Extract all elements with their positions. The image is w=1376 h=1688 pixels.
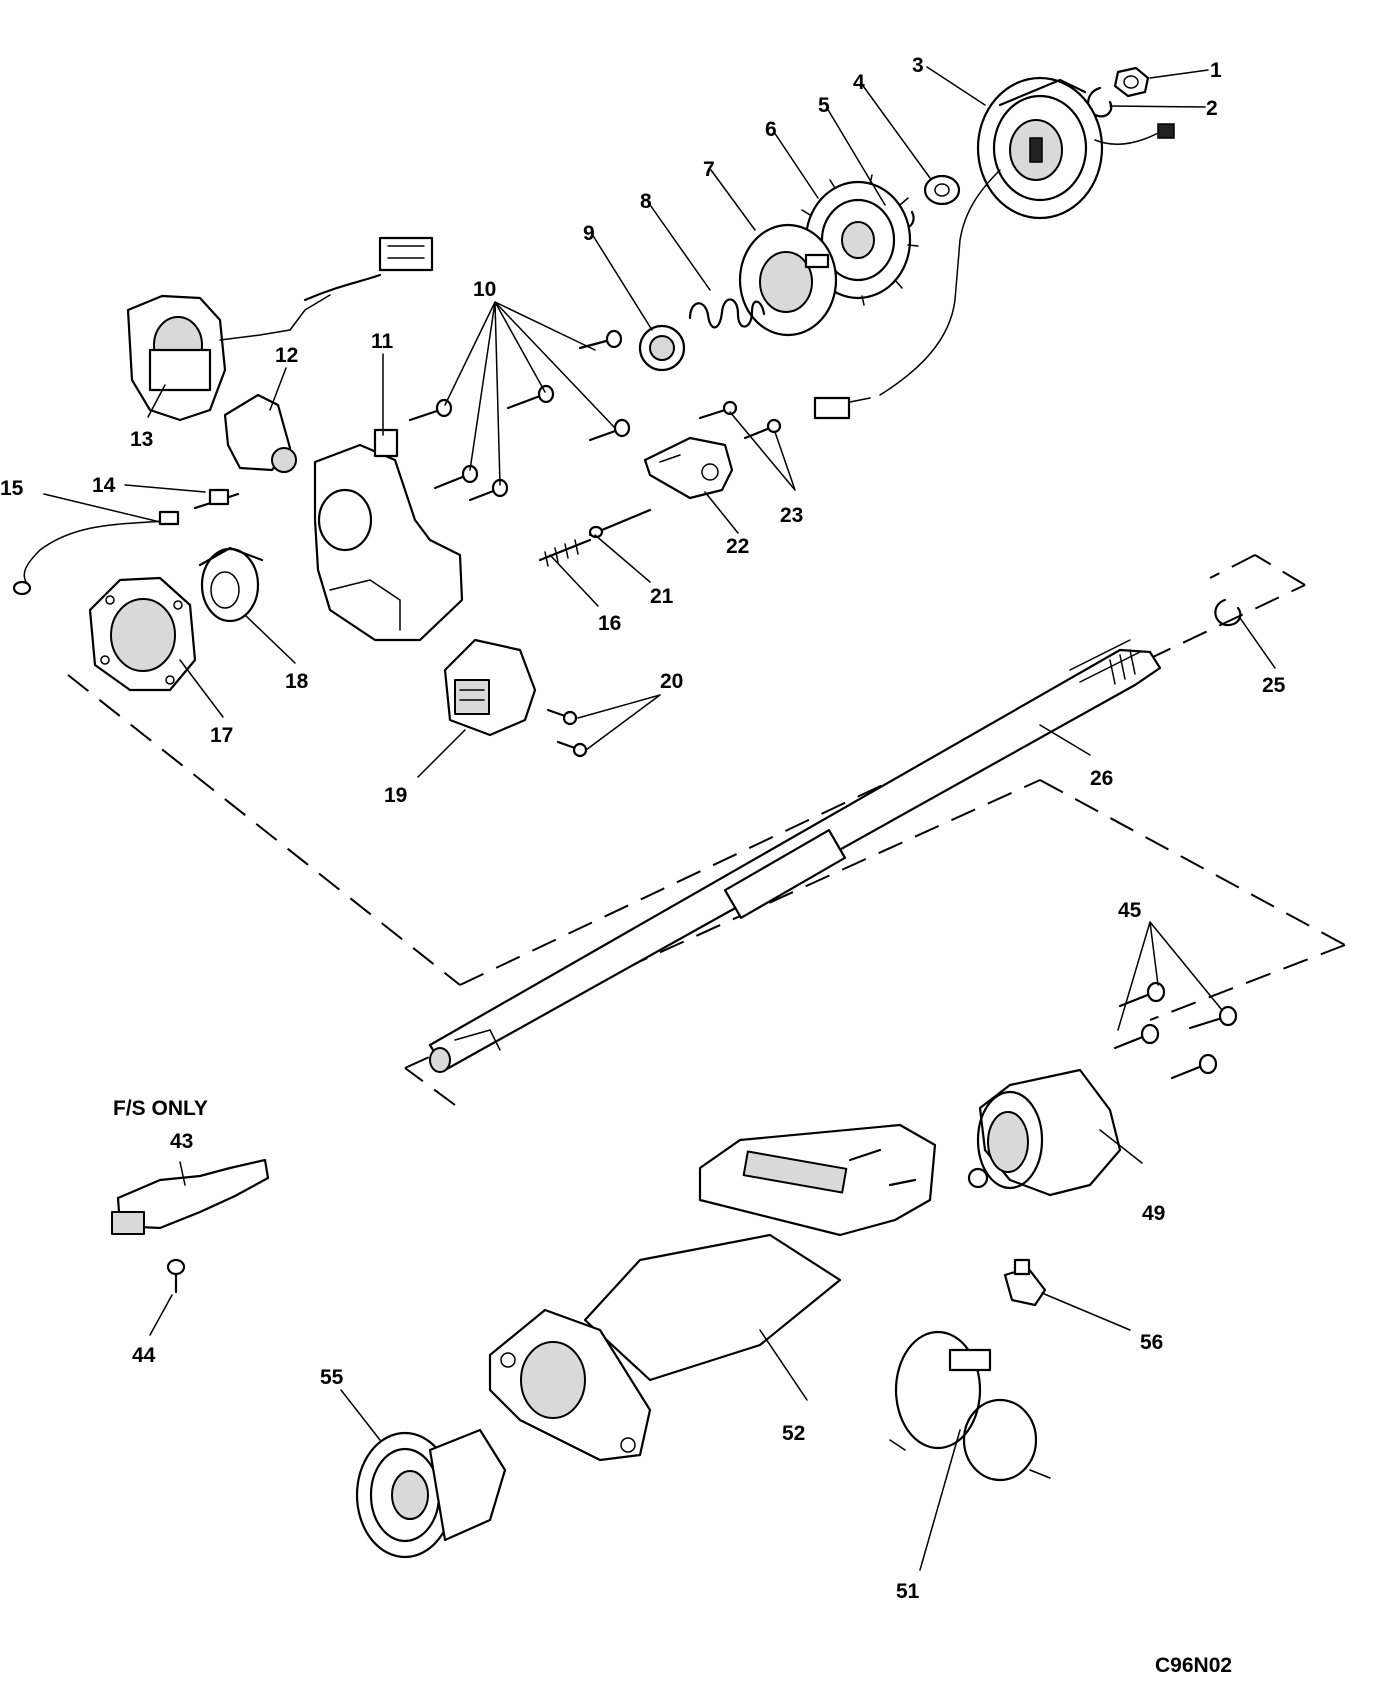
lower-group-dashed-outline <box>404 779 1346 1106</box>
callout-1: 1 <box>1210 59 1222 82</box>
part-20-screws <box>546 708 588 758</box>
callout-45: 45 <box>1118 899 1142 922</box>
callout-8: 8 <box>640 190 652 213</box>
part-7-cancel-cam-plate <box>738 223 838 337</box>
callout-18: 18 <box>285 670 309 693</box>
part-12-cylinder <box>223 393 297 473</box>
part-8-spring <box>688 298 766 329</box>
part-22-bracket <box>643 436 734 500</box>
part-11-switch-housing <box>313 428 464 642</box>
callout-49: 49 <box>1142 1202 1165 1225</box>
coil-connector <box>813 396 871 420</box>
callout-21: 21 <box>650 585 674 608</box>
callout-15: 15 <box>0 477 24 500</box>
callout-17: 17 <box>210 724 233 747</box>
part-14-pin <box>193 488 240 510</box>
callout-labels: 1 2 3 4 5 6 7 8 9 10 11 12 13 14 15 16 1… <box>0 54 1286 1603</box>
callout-9: 9 <box>583 222 595 245</box>
callout-6: 6 <box>765 118 777 141</box>
callout-26: 26 <box>1090 767 1113 790</box>
part-23-screws <box>698 400 782 440</box>
part-13-lock-housing <box>126 236 434 422</box>
callout-4: 4 <box>853 71 865 94</box>
callout-52: 52 <box>782 1422 805 1445</box>
callout-10: 10 <box>473 278 496 301</box>
part-44-screw <box>166 1258 186 1294</box>
part-19-switch <box>443 638 537 737</box>
callout-19: 19 <box>384 784 407 807</box>
part-16-spring <box>538 538 592 567</box>
fs-only-note: F/S ONLY <box>113 1097 208 1120</box>
figure-code: C96N02 <box>1155 1654 1232 1677</box>
part-2-retaining-ring <box>1087 86 1113 118</box>
callout-14: 14 <box>92 474 116 497</box>
part-9-bearing <box>638 324 686 372</box>
part-21-rod <box>588 508 652 539</box>
callout-12: 12 <box>275 344 298 367</box>
part-25-ring <box>1214 598 1242 627</box>
upper-group-dashed-outline <box>67 554 1306 986</box>
part-17-plate <box>88 576 197 692</box>
part-43-fs-switch <box>111 1158 270 1235</box>
part-51-clamp <box>889 1330 1051 1482</box>
callout-3: 3 <box>912 54 924 77</box>
callout-20: 20 <box>660 670 683 693</box>
callout-43: 43 <box>170 1130 193 1153</box>
callout-22: 22 <box>726 535 749 558</box>
part-45-screws <box>1113 981 1238 1080</box>
callout-16: 16 <box>598 612 621 635</box>
callout-23: 23 <box>780 504 803 527</box>
part-56-clip <box>1003 1258 1047 1307</box>
column-pin <box>848 1148 917 1187</box>
callout-44: 44 <box>132 1344 156 1367</box>
callout-56: 56 <box>1140 1331 1163 1354</box>
part-26-steering-shaft <box>428 639 1162 1073</box>
callout-51: 51 <box>896 1580 920 1603</box>
part-3-coil-assembly <box>879 76 1175 396</box>
part-4-washer <box>923 174 961 206</box>
callout-7: 7 <box>703 158 715 181</box>
part-10-screws <box>408 329 631 502</box>
part-52-column-jacket <box>488 1123 937 1462</box>
callout-2: 2 <box>1206 97 1218 120</box>
part-49-housing <box>967 1068 1122 1197</box>
callout-25: 25 <box>1262 674 1286 697</box>
callout-11: 11 <box>371 330 394 353</box>
callout-5: 5 <box>818 94 830 117</box>
callout-55: 55 <box>320 1366 344 1389</box>
part-55-bearing <box>355 1428 507 1559</box>
callout-13: 13 <box>130 428 153 451</box>
part-15-ground-wire <box>12 510 180 596</box>
leader-lines <box>43 66 1276 1571</box>
part-18-sleeve <box>198 546 264 623</box>
part-1-nut <box>1113 66 1150 98</box>
